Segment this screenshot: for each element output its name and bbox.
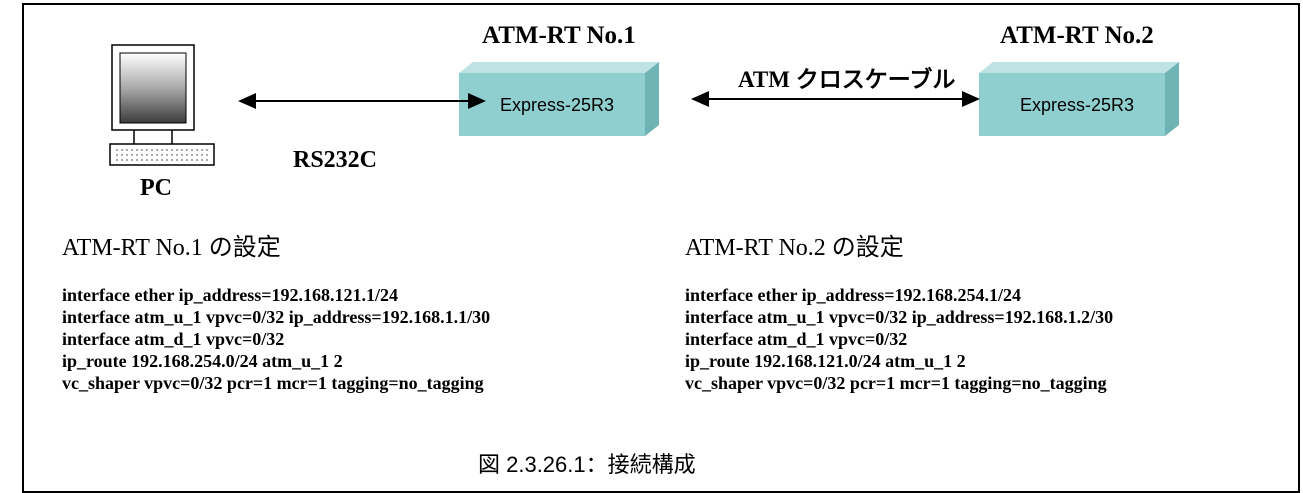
- config1-line: vc_shaper vpvc=0/32 pcr=1 mcr=1 tagging=…: [62, 373, 484, 393]
- router2-title: ATM-RT No.2: [1000, 22, 1154, 49]
- pc-label: PC: [140, 175, 172, 201]
- config1-title: ATM-RT No.1 の設定: [62, 235, 281, 261]
- router2-model-label: Express-25R3: [1020, 95, 1135, 115]
- config1-line: ip_route 192.168.254.0/24 atm_u_1 2: [62, 351, 343, 371]
- config2-commands: interface ether ip_address=192.168.254.1…: [685, 284, 1113, 394]
- rs232c-label: RS232C: [293, 147, 378, 173]
- rs232c-link-arrow: [238, 93, 486, 109]
- config1-line: interface ether ip_address=192.168.121.1…: [62, 285, 399, 305]
- config1-line: interface atm_u_1 vpvc=0/32 ip_address=1…: [62, 307, 491, 327]
- config2-line: ip_route 192.168.121.0/24 atm_u_1 2: [685, 351, 966, 371]
- router2-box: [979, 62, 1179, 136]
- pc-icon: [109, 44, 215, 166]
- router1-title: ATM-RT No.1: [482, 22, 636, 49]
- router1-box: [459, 62, 659, 136]
- config1-line: interface atm_d_1 vpvc=0/32: [62, 329, 285, 349]
- config2-line: vc_shaper vpvc=0/32 pcr=1 mcr=1 tagging=…: [685, 373, 1107, 393]
- config2-line: interface atm_d_1 vpvc=0/32: [685, 329, 908, 349]
- atm-cable-label: ATM クロスケーブル: [738, 67, 956, 92]
- config2-title: ATM-RT No.2 の設定: [685, 235, 904, 261]
- figure-caption: 図 2.3.26.1：接続構成: [478, 452, 696, 477]
- config1-commands: interface ether ip_address=192.168.121.1…: [62, 284, 490, 394]
- atm-link-arrow: [691, 91, 980, 107]
- config2-line: interface atm_u_1 vpvc=0/32 ip_address=1…: [685, 307, 1114, 327]
- router1-model-label: Express-25R3: [500, 95, 615, 115]
- config2-line: interface ether ip_address=192.168.254.1…: [685, 285, 1022, 305]
